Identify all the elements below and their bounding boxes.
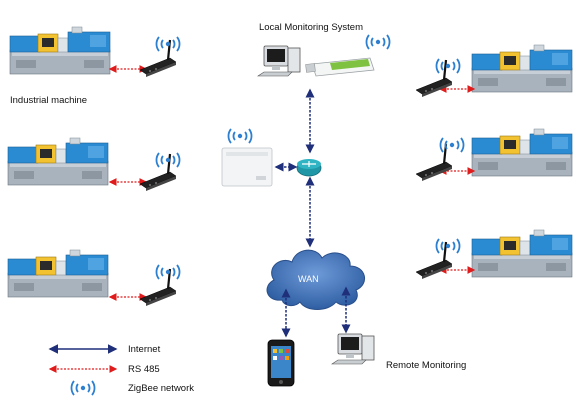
remote-monitoring-label: Remote Monitoring bbox=[386, 360, 467, 371]
zigbee-module-icon bbox=[138, 267, 178, 308]
remote-monitoring-pc-icon bbox=[331, 333, 375, 365]
wan-cloud-icon bbox=[266, 249, 365, 310]
industrial-machine-label: Industrial machine bbox=[10, 95, 88, 106]
legend-rs485-label: RS 485 bbox=[128, 364, 160, 375]
zigbee-module-icon bbox=[138, 38, 178, 79]
industrial-machine-icon bbox=[9, 26, 111, 75]
wifi-icon bbox=[435, 238, 461, 254]
usb-dongle-icon bbox=[305, 57, 375, 77]
local-monitoring-pc-icon bbox=[257, 45, 301, 77]
legend-zigbee-label: ZigBee network bbox=[128, 383, 195, 394]
industrial-machine-icon bbox=[471, 229, 573, 278]
wifi-icon bbox=[435, 58, 461, 74]
wifi-icon bbox=[365, 34, 391, 50]
zigbee-module-icon bbox=[414, 142, 454, 183]
router-icon bbox=[296, 159, 322, 177]
industrial-machine-icon bbox=[7, 249, 109, 298]
legend-zigbee-swatch bbox=[70, 380, 96, 396]
legend-internet-label: Internet bbox=[128, 344, 161, 355]
wifi-icon bbox=[227, 128, 253, 144]
industrial-machine-icon bbox=[7, 137, 109, 186]
smartphone-icon bbox=[267, 339, 295, 387]
gateway-icon bbox=[221, 147, 273, 187]
wifi-icon bbox=[155, 36, 181, 52]
industrial-machine-icon bbox=[471, 44, 573, 93]
zigbee-module-icon bbox=[138, 152, 178, 193]
industrial-machine-icon bbox=[471, 128, 573, 177]
wifi-icon bbox=[439, 137, 465, 153]
wifi-icon bbox=[155, 264, 181, 280]
local-monitoring-label: Local Monitoring System bbox=[258, 22, 364, 33]
wan-label: WAN bbox=[298, 274, 319, 284]
